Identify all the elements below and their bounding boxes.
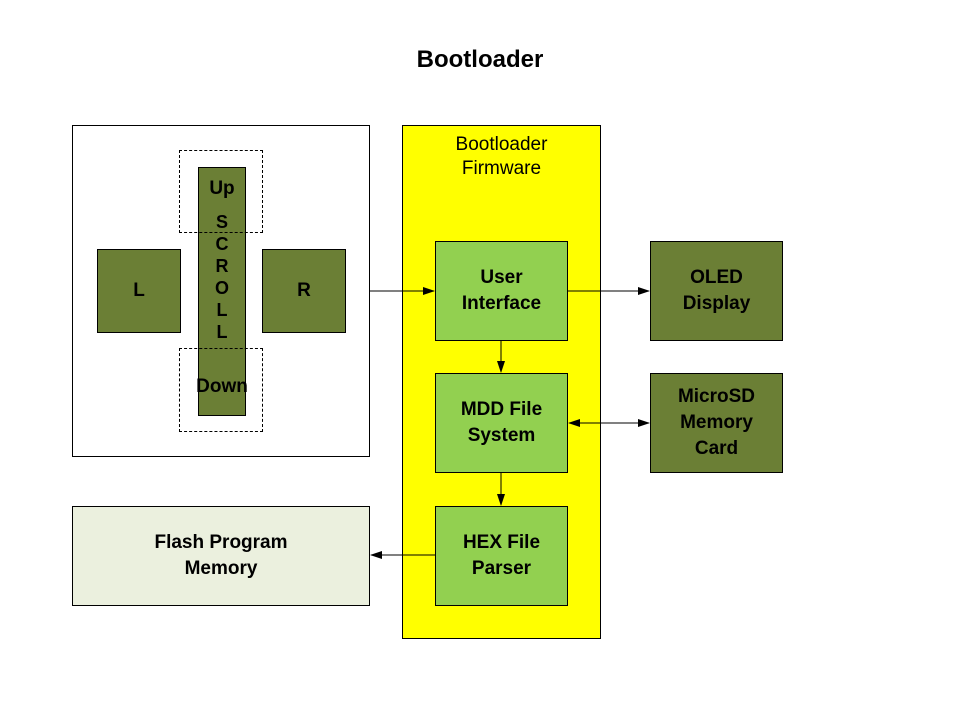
scroll-letter: S [215, 212, 228, 232]
button-right-label: R [297, 280, 311, 301]
flash-program-memory: Flash Program Memory [72, 506, 370, 606]
hex-file-parser-label: HEX File Parser [462, 532, 541, 579]
down-label: Down [196, 376, 248, 397]
scroll-label: S C R O L L [198, 211, 246, 343]
scroll-bar [198, 167, 246, 416]
user-interface-label: User Interface [461, 267, 542, 314]
microsd-card: MicroSD Memory Card [650, 373, 783, 473]
button-right: R [262, 249, 346, 333]
oled-display: OLED Display [650, 241, 783, 341]
scroll-letter: L [216, 322, 228, 342]
button-left: L [97, 249, 181, 333]
scroll-letter: L [216, 300, 228, 320]
scroll-letter: O [214, 278, 229, 298]
scroll-letter: R [215, 256, 229, 276]
down-region [179, 348, 263, 432]
flash-memory-label: Flash Program Memory [154, 532, 288, 579]
hex-file-parser-module: HEX File Parser [435, 506, 568, 606]
mdd-file-system-label: MDD File System [460, 399, 543, 446]
scroll-letter: C [215, 234, 229, 254]
oled-display-label: OLED Display [682, 267, 751, 314]
mdd-file-system-module: MDD File System [435, 373, 568, 473]
user-interface-module: User Interface [435, 241, 568, 341]
diagram-title: Bootloader [416, 46, 544, 73]
firmware-label: Bootloader Firmware [455, 134, 548, 179]
up-region [179, 150, 263, 233]
button-left-label: L [133, 280, 145, 301]
up-label: Up [209, 178, 235, 199]
microsd-card-label: MicroSD Memory Card [677, 386, 756, 459]
